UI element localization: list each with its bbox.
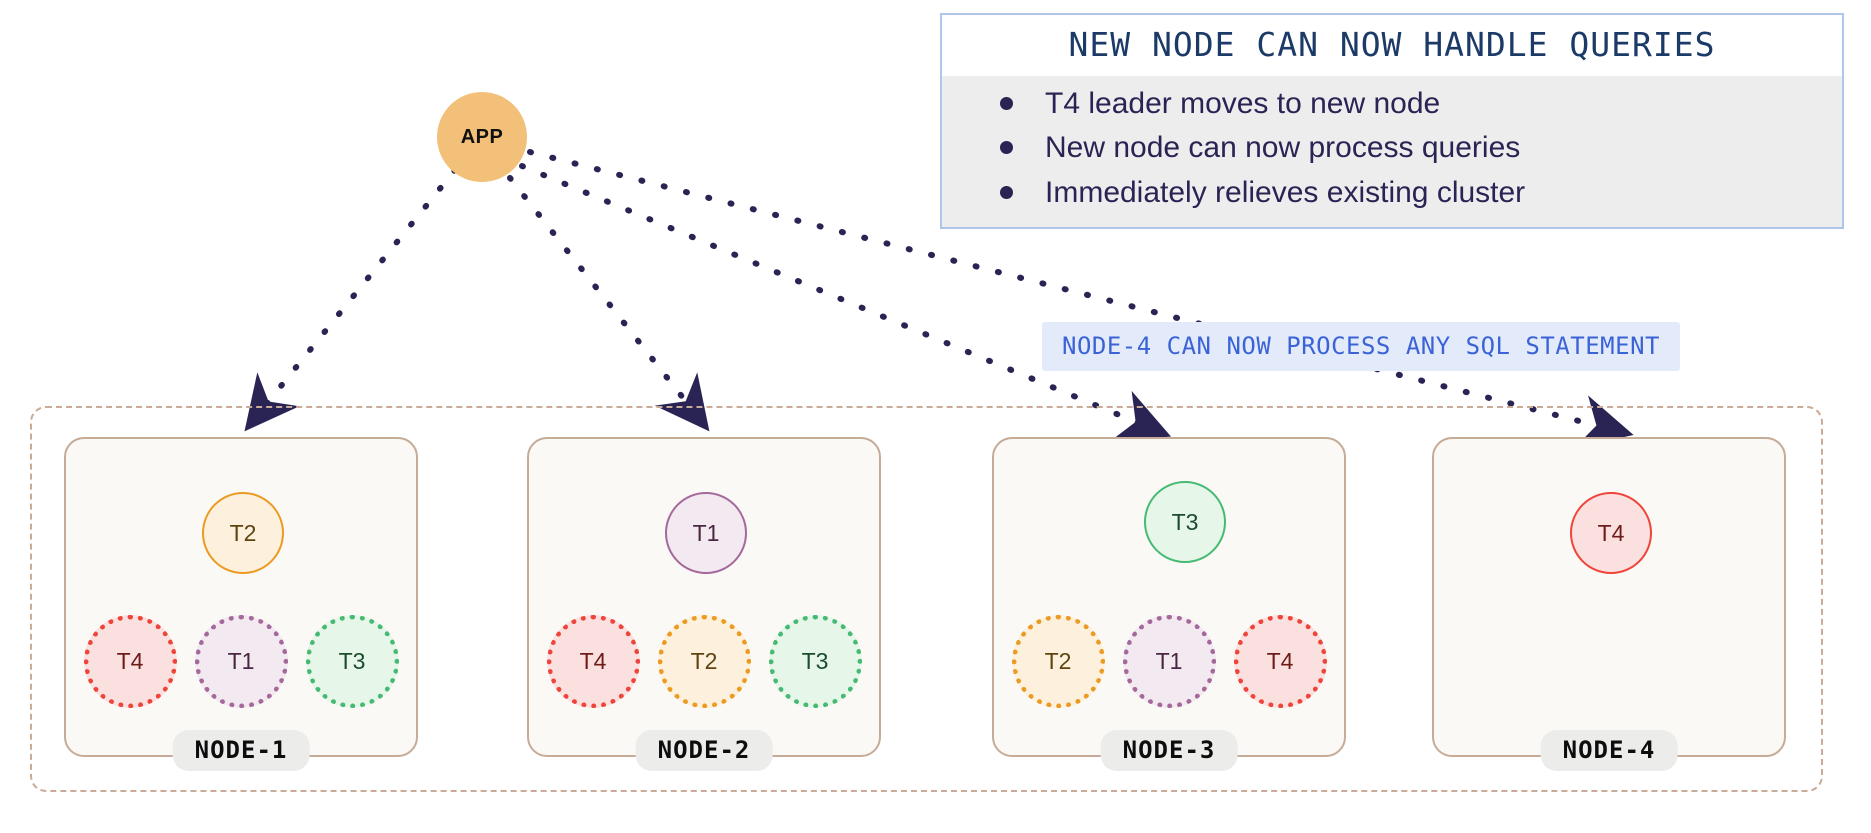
node-name-badge-3: NODE-3	[1100, 730, 1238, 771]
replica-token-label: T1	[1155, 648, 1183, 674]
replica-token[interactable]: T4	[1233, 615, 1327, 708]
callout-bullet: T4 leader moves to new node	[942, 82, 1842, 126]
bullet-dot-icon	[1000, 185, 1013, 199]
bullet-dot-icon	[1000, 97, 1013, 110]
callout-bullet-text: T4 leader moves to new node	[1045, 87, 1441, 120]
replica-token-label: T3	[801, 648, 829, 674]
leader-token-label: T3	[1171, 508, 1199, 535]
replica-token-label: T2	[690, 648, 718, 674]
replica-token[interactable]: T2	[657, 615, 751, 708]
replica-token[interactable]: T1	[1122, 615, 1216, 708]
replica-token-label: T3	[338, 648, 366, 674]
leader-token-label: T1	[692, 519, 720, 546]
callout-body: T4 leader moves to new node New node can…	[942, 76, 1842, 228]
callout-bullet-text: Immediately relieves existing cluster	[1045, 175, 1526, 209]
sql-statement-chip: NODE-4 CAN NOW PROCESS ANY SQL STATEMENT	[1042, 322, 1680, 371]
app-node[interactable]: APP	[437, 92, 527, 182]
callout-bullet-text: New node can now process queries	[1045, 131, 1521, 165]
node-box-4[interactable]: T4 NODE-4	[1432, 437, 1786, 771]
replica-token-label: T2	[1044, 648, 1072, 674]
app-node-label: APP	[460, 125, 504, 148]
cluster-boundary	[30, 406, 1823, 792]
replica-token-label: T4	[579, 648, 607, 674]
edge-app-to-node2	[507, 175, 710, 432]
node-name-badge-4: NODE-4	[1540, 730, 1678, 771]
node-name-badge-2: NODE-2	[635, 730, 773, 771]
replica-row-node-3: T2 T1 T4	[994, 615, 1344, 708]
replica-row-node-2: T4 T2 T3	[529, 615, 879, 708]
replica-token-label: T4	[1266, 648, 1294, 674]
leader-token-label: T4	[1597, 519, 1625, 546]
leader-token-node-1[interactable]: T2	[202, 492, 284, 574]
bullet-dot-icon	[1000, 141, 1013, 155]
replica-token-label: T4	[116, 648, 144, 674]
replica-token[interactable]: T2	[1011, 615, 1105, 708]
node-box-2[interactable]: T1 T4 T2 T3 NODE-2	[527, 437, 881, 771]
callout-bullet: Immediately relieves existing cluster	[942, 171, 1842, 215]
callout-title: NEW NODE CAN NOW HANDLE QUERIES	[942, 15, 1842, 76]
replica-token[interactable]: T4	[83, 615, 177, 708]
callout-bullet: New node can now process queries	[942, 126, 1842, 170]
edge-app-to-node1	[244, 167, 458, 432]
edge-app-to-node3	[519, 163, 1172, 441]
node-name-badge-1: NODE-1	[172, 730, 310, 771]
callout-panel: NEW NODE CAN NOW HANDLE QUERIES T4 leade…	[940, 13, 1844, 230]
replica-token[interactable]: T1	[194, 615, 288, 708]
replica-token[interactable]: T4	[546, 615, 640, 708]
node-box-1[interactable]: T2 T4 T1 T3 NODE-1	[64, 437, 418, 771]
leader-token-label: T2	[229, 519, 257, 546]
replica-row-node-1: T4 T1 T3	[66, 615, 416, 708]
leader-token-node-2[interactable]: T1	[665, 492, 747, 574]
edge-app-to-node4	[527, 149, 1634, 448]
node-box-3[interactable]: T3 T2 T1 T4 NODE-3	[992, 437, 1346, 771]
replica-token-label: T1	[227, 648, 255, 674]
replica-token[interactable]: T3	[768, 615, 862, 708]
leader-token-node-4[interactable]: T4	[1570, 492, 1652, 574]
leader-token-node-3[interactable]: T3	[1144, 481, 1226, 563]
replica-token[interactable]: T3	[305, 615, 399, 708]
